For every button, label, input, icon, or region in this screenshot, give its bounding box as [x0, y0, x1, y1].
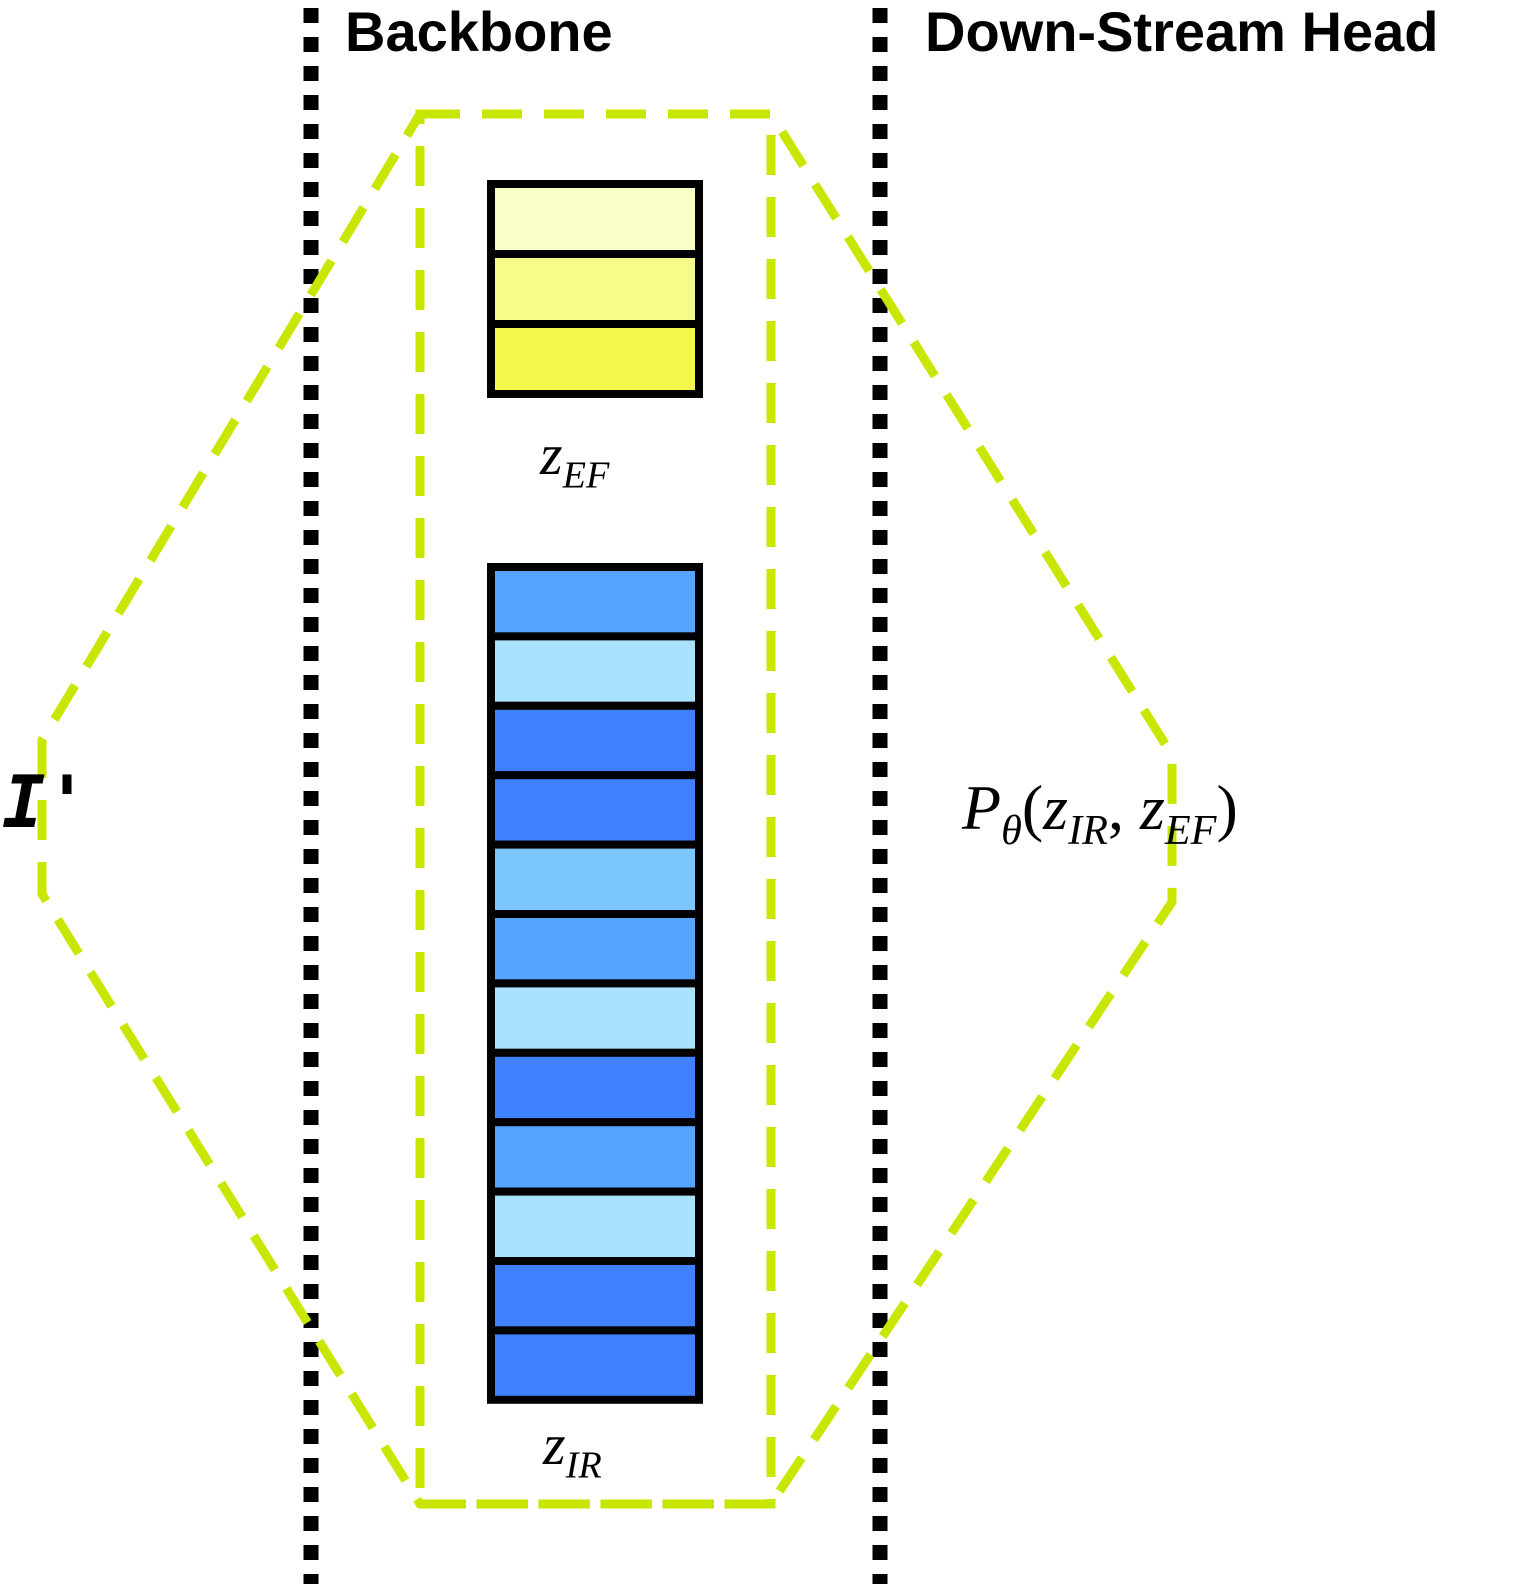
z-ef-cell-1: [487, 180, 703, 258]
z-ir-cell-9: [487, 1118, 703, 1196]
backbone-section-title: Backbone: [345, 0, 613, 63]
downstream-head-section-title: Down-Stream Head: [925, 0, 1439, 63]
z-ir-cell-8: [487, 1048, 703, 1127]
head-formula-label: Pθ(zIR, zEF): [962, 772, 1238, 854]
z-ir-cell-4: [487, 771, 703, 849]
z-ir-cell-6: [487, 910, 703, 988]
z-ir-cell-3: [487, 701, 703, 780]
z-ir-cell-12: [487, 1326, 703, 1404]
z-ir-cell-2: [487, 632, 703, 710]
z-ef-label: zEF: [540, 422, 610, 497]
z-ef-cell-3: [487, 320, 703, 398]
z-ir-cell-11: [487, 1257, 703, 1335]
z-ir-cell-7: [487, 979, 703, 1057]
z-ir-cell-5: [487, 840, 703, 918]
z-ef-cell-2: [487, 250, 703, 328]
z-ir-cell-1: [487, 563, 703, 641]
z-ir-feature-stack: [487, 563, 703, 1404]
z-ir-cell-10: [487, 1187, 703, 1265]
z-ef-feature-stack: [487, 180, 703, 398]
z-ir-label: zIR: [543, 1412, 602, 1487]
input-image-label: I': [2, 760, 89, 844]
